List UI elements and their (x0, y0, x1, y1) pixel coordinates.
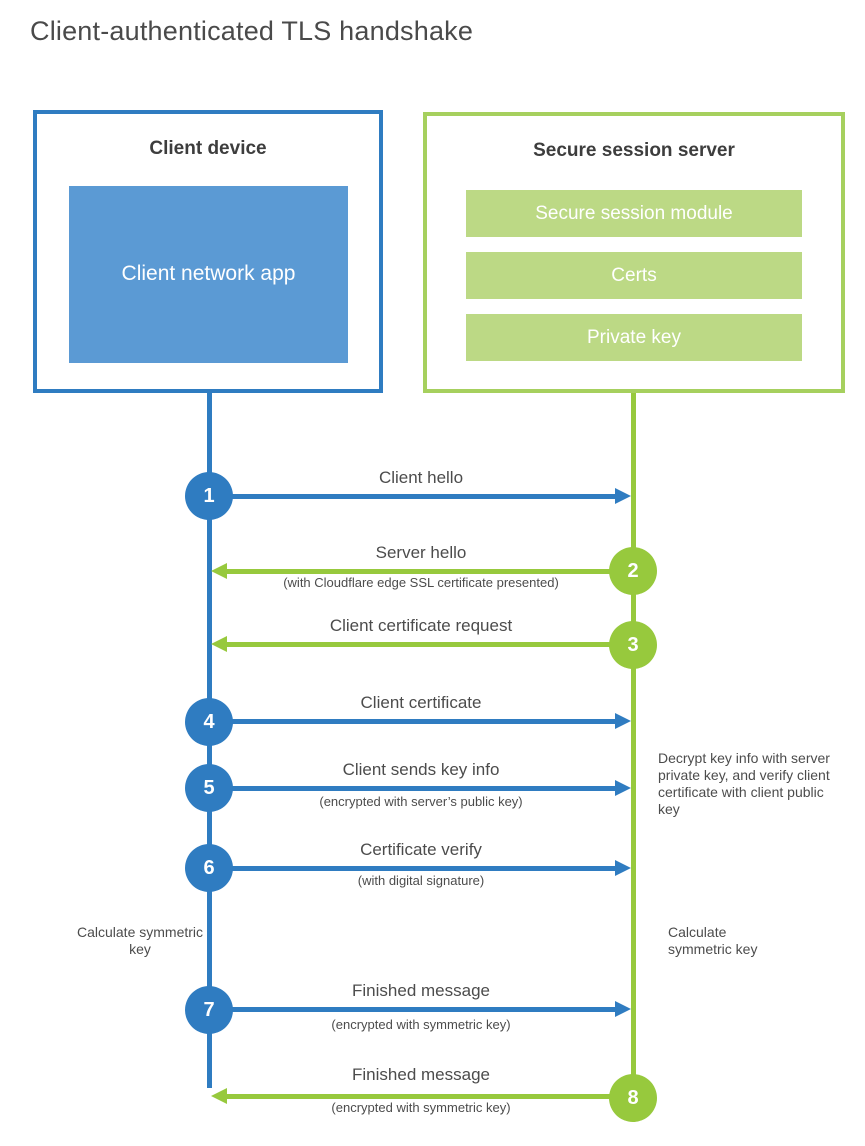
step-1-circle: 1 (185, 472, 233, 520)
client-device-title: Client device (149, 138, 267, 159)
step-5-subtext: (encrypted with server’s public key) (319, 794, 523, 809)
calculate-symmetric-key-client-note: Calculate symmetric key (76, 924, 204, 957)
step-4-circle: 4 (185, 698, 233, 746)
server-module-private-key: Private key (466, 314, 802, 361)
step-6-subtext: (with digital signature) (357, 873, 485, 888)
step-8-circle: 8 (609, 1074, 657, 1122)
step-4-label: Client certificate (360, 693, 482, 712)
step-5-label: Client sends key info (342, 760, 500, 779)
server-lifeline (631, 393, 636, 1098)
step-4-arrow (209, 713, 631, 729)
step-3-circle: 3 (609, 621, 657, 669)
step-5-circle: 5 (185, 764, 233, 812)
step-1-arrow (209, 488, 631, 504)
step-5-arrow (209, 780, 631, 796)
step-6-circle: 6 (185, 844, 233, 892)
step-3-label: Client certificate request (329, 616, 513, 635)
server-module-certs: Certs (466, 252, 802, 299)
step-2-circle: 2 (609, 547, 657, 595)
decrypt-key-info-note: Decrypt key info with server private key… (658, 750, 830, 817)
step-6-arrow (209, 860, 631, 876)
calculate-symmetric-key-server-note: Calculate symmetric key (668, 924, 758, 957)
step-2-label: Server hello (375, 543, 467, 562)
step-1-label: Client hello (378, 468, 464, 487)
server-module-secure-session-module: Secure session module (466, 190, 802, 237)
page-title: Client-authenticated TLS handshake (30, 16, 474, 46)
step-7-circle: 7 (185, 986, 233, 1034)
step-2-arrow (211, 563, 633, 579)
secure-session-server-title: Secure session server (533, 140, 735, 161)
step-6-label: Certificate verify (360, 840, 482, 859)
step-8-label: Finished message (352, 1065, 490, 1084)
step-7-arrow (209, 1001, 631, 1017)
step-7-subtext: (encrypted with symmetric key) (331, 1017, 511, 1032)
step-7-label: Finished message (352, 981, 490, 1000)
step-3-arrow (211, 636, 633, 652)
client-network-app-box: Client network app (69, 186, 348, 363)
step-2-subtext: (with Cloudflare edge SSL certificate pr… (283, 575, 559, 590)
step-8-arrow (211, 1088, 633, 1104)
client-network-app-label: Client network app (121, 262, 296, 286)
step-8-subtext: (encrypted with symmetric key) (331, 1100, 511, 1115)
